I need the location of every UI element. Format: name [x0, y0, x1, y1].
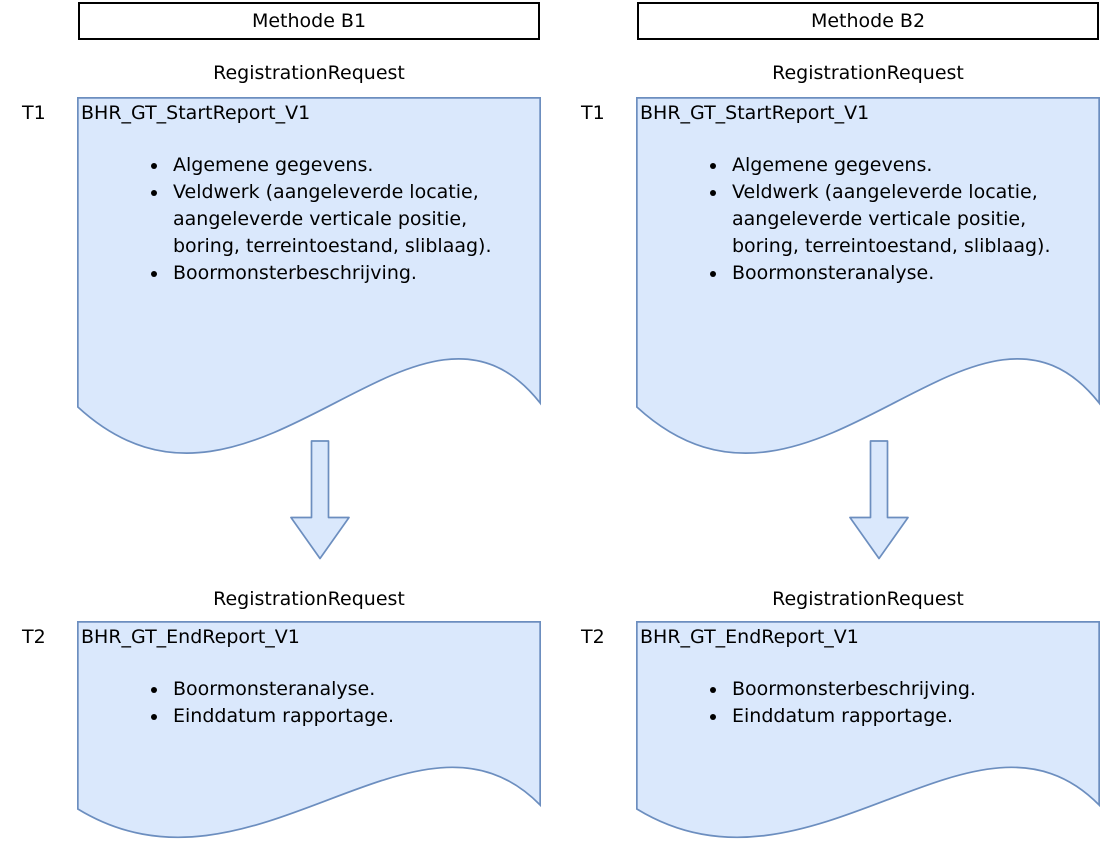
document-outline — [636, 97, 1100, 454]
bullet-item: Einddatum rapportage. — [728, 703, 1096, 730]
document-shape-end-report: BHR_GT_EndReport_V1 Boormonsterbeschrijv… — [636, 621, 1100, 842]
method-header-b2: Methode B2 — [637, 2, 1099, 40]
document-title: BHR_GT_EndReport_V1 — [640, 626, 859, 648]
method-column-b2: Methode B2 RegistrationRequest T1 BHR_GT… — [559, 0, 1102, 842]
registration-request-label: RegistrationRequest — [213, 62, 405, 84]
bullet-list: Boormonsterbeschrijving.Einddatum rappor… — [640, 676, 1096, 730]
bullet-item: Boormonsterbeschrijving. — [169, 260, 537, 287]
bullet-item: Boormonsteranalyse. — [169, 676, 537, 703]
document-outline — [77, 621, 541, 839]
method-header-label: Methode B1 — [251, 10, 367, 32]
document-content: BHR_GT_EndReport_V1 Boormonsteranalyse.E… — [77, 621, 541, 730]
time-label-t2: T2 — [581, 626, 605, 648]
registration-request-label: RegistrationRequest — [213, 588, 405, 610]
document-shape-start-report: BHR_GT_StartReport_V1 Algemene gegevens.… — [77, 97, 541, 459]
registration-request-label: RegistrationRequest — [772, 62, 964, 84]
bullet-list: Algemene gegevens.Veldwerk (aangeleverde… — [81, 152, 537, 287]
document-outline — [77, 97, 541, 454]
method-header-label: Methode B2 — [810, 10, 926, 32]
time-label-t1: T1 — [581, 102, 605, 124]
bullet-item: Algemene gegevens. — [169, 152, 537, 179]
bullet-item: Boormonsteranalyse. — [728, 260, 1096, 287]
method-header-b1: Methode B1 — [78, 2, 540, 40]
document-title: BHR_GT_StartReport_V1 — [81, 102, 311, 124]
document-content: BHR_GT_EndReport_V1 Boormonsterbeschrijv… — [636, 621, 1100, 730]
time-label-t2: T2 — [22, 626, 46, 648]
bullet-item: Algemene gegevens. — [728, 152, 1096, 179]
bullet-item: Veldwerk (aangeleverde locatie, aangelev… — [169, 179, 537, 260]
document-title: BHR_GT_EndReport_V1 — [81, 626, 300, 648]
document-outline — [636, 621, 1100, 839]
time-label-t1: T1 — [22, 102, 46, 124]
bullet-item: Einddatum rapportage. — [169, 703, 537, 730]
bullet-item: Boormonsterbeschrijving. — [728, 676, 1096, 703]
method-column-b1: Methode B1 RegistrationRequest T1 BHR_GT… — [0, 0, 545, 842]
document-content: BHR_GT_StartReport_V1 Algemene gegevens.… — [77, 97, 541, 287]
block-arrow-down-icon — [290, 440, 350, 560]
document-title: BHR_GT_StartReport_V1 — [640, 102, 870, 124]
bullet-list: Boormonsteranalyse.Einddatum rapportage. — [81, 676, 537, 730]
registration-request-label: RegistrationRequest — [772, 588, 964, 610]
bullet-item: Veldwerk (aangeleverde locatie, aangelev… — [728, 179, 1096, 260]
document-content: BHR_GT_StartReport_V1 Algemene gegevens.… — [636, 97, 1100, 287]
document-shape-start-report: BHR_GT_StartReport_V1 Algemene gegevens.… — [636, 97, 1100, 459]
block-arrow-down-icon — [849, 440, 909, 560]
document-shape-end-report: BHR_GT_EndReport_V1 Boormonsteranalyse.E… — [77, 621, 541, 842]
bullet-list: Algemene gegevens.Veldwerk (aangeleverde… — [640, 152, 1096, 287]
